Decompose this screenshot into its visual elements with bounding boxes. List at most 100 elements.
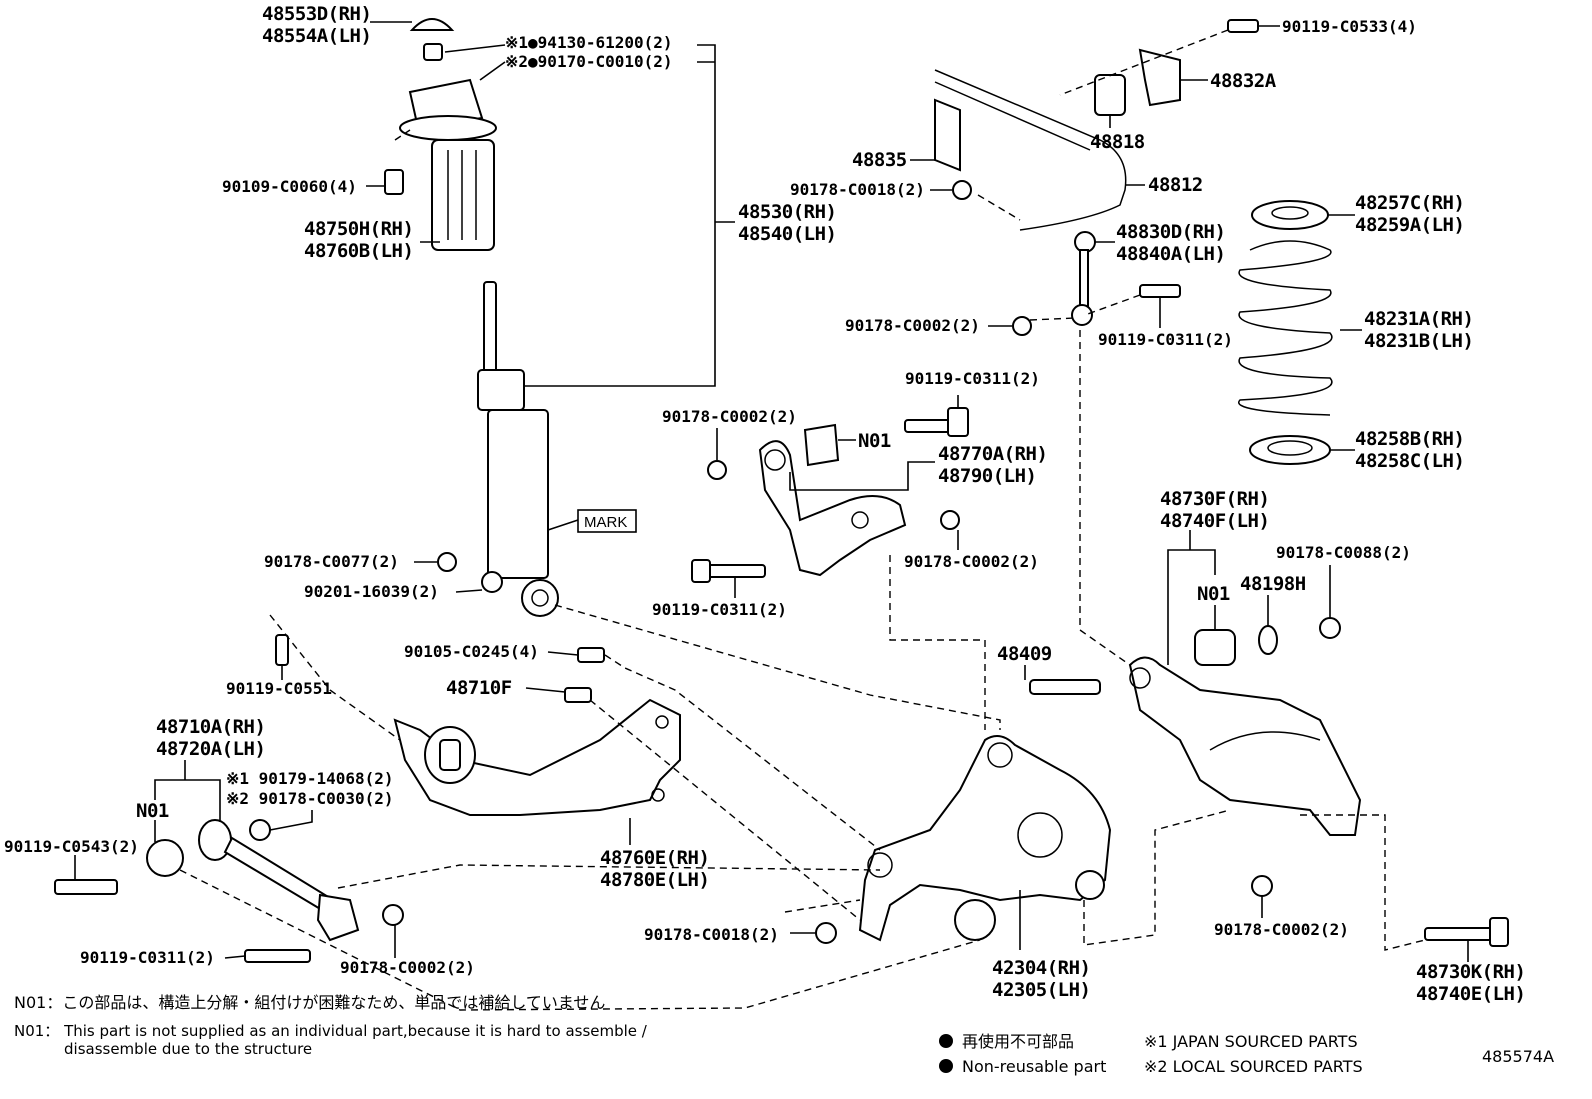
- label-48818: 48818: [1090, 131, 1145, 153]
- bushing-N01-upper: [803, 423, 840, 467]
- label-90178-C0002-a: 90178-C0002(2): [340, 958, 475, 977]
- label-90178-C0018-b: 90178-C0018(2): [644, 925, 779, 944]
- label-48835: 48835: [852, 149, 907, 171]
- bushing-48818: [1094, 74, 1126, 116]
- label-48770A: 48770A(RH): [938, 443, 1047, 465]
- label-48730F: 48730F(RH): [1160, 488, 1269, 510]
- nut-90178-C0018: [952, 180, 972, 200]
- upper-support-flange: [399, 115, 497, 141]
- nut-94130: [423, 43, 443, 61]
- label-48740F: 48740F(LH): [1160, 510, 1269, 532]
- label-n01-b: N01: [858, 430, 891, 452]
- label-90178-C0002-b: 90178-C0002(2): [845, 316, 980, 335]
- label-90178-C0002-c: 90178-C0002(2): [662, 407, 797, 426]
- washer-90201: [481, 571, 503, 593]
- label-90201: 90201-16039(2): [304, 582, 439, 601]
- bushing-N01-lower: [1194, 629, 1236, 666]
- label-90178-C0088: 90178-C0088(2): [1276, 543, 1411, 562]
- stabilizer-bar-48812: [934, 69, 1127, 231]
- label-90119-C0311-a: 90119-C0311(2): [80, 948, 215, 967]
- label-48740E: 48740E(LH): [1416, 983, 1525, 1005]
- bolt-48409: [1029, 679, 1101, 695]
- note-n01-jp: N01：この部品は、構造上分解・組付けが困難なため、単品では補給していません: [14, 993, 605, 1012]
- legend-nonreusable-en: Non-reusable part: [962, 1057, 1106, 1076]
- knuckle-group: [815, 735, 1112, 944]
- diagram-code: 485574A: [1482, 1047, 1554, 1066]
- label-90178-C0077: 90178-C0077(2): [264, 552, 399, 571]
- trailing-arm-group: [275, 634, 681, 816]
- label-48750H: 48750H(RH): [304, 218, 413, 240]
- nonreusable-bullet-icon-2: [939, 1059, 953, 1073]
- label-90179: ※1 90179-14068(2): [226, 769, 394, 788]
- label-48720A: 48720A(LH): [156, 738, 265, 760]
- bolt-90105: [577, 647, 605, 663]
- label-42304: 42304(RH): [992, 957, 1090, 979]
- leader-lines: [74, 21, 1469, 962]
- label-48780E: 48780E(LH): [600, 869, 709, 891]
- label-48231B: 48231B(LH): [1364, 330, 1473, 352]
- nut-90178-C0030: [249, 819, 271, 841]
- legend-nonreusable-jp: 再使用不可部品: [962, 1032, 1074, 1051]
- dashed-connectors: [179, 194, 1426, 1011]
- piston-rod: [483, 281, 497, 379]
- knuckle-42304: [858, 735, 1112, 942]
- upper-arm-group: [691, 407, 969, 583]
- nut-90178-C0002-b: [1012, 316, 1032, 336]
- label-48231A: 48231A(RH): [1364, 308, 1473, 330]
- bolt-48710F: [564, 687, 592, 703]
- label-48259A: 48259A(LH): [1355, 214, 1464, 236]
- lower-arm-48730F: [1128, 656, 1362, 836]
- nut-90178-C0002-e: [1251, 875, 1273, 897]
- upper-insulator-48257C: [1251, 200, 1329, 230]
- label-90119-C0543: 90119-C0543(2): [4, 837, 139, 856]
- bolt-90119-C0311-d: [704, 564, 766, 578]
- dust-boot-48750H: [431, 139, 495, 251]
- label-48710A: 48710A(RH): [156, 716, 265, 738]
- label-48554A: 48554A(LH): [262, 25, 371, 47]
- label-48540: 48540(LH): [738, 223, 836, 245]
- part-labels: 48553D(RH) 48554A(LH) ※1●94130-61200(2) …: [4, 3, 1526, 1005]
- label-90105: 90105-C0245(4): [404, 642, 539, 661]
- label-90119-C0533: 90119-C0533(4): [1282, 17, 1417, 36]
- label-48730K: 48730K(RH): [1416, 961, 1525, 983]
- label-48258B: 48258B(RH): [1355, 428, 1464, 450]
- label-48790: 48790(LH): [938, 465, 1036, 487]
- nonreusable-bullet-icon: [939, 1034, 953, 1048]
- bolt-90119-C0533: [1227, 19, 1259, 33]
- link-rod-48710A: [223, 836, 332, 912]
- note-n01-en-2: disassemble due to the structure: [64, 1040, 312, 1058]
- dust-cap-48553D: [409, 18, 455, 31]
- coil-spring-48231A: [1238, 240, 1333, 416]
- mark-label: MARK: [584, 514, 627, 531]
- bolt-90119-C0311-a: [244, 949, 311, 963]
- nut-90178-C0002-d: [940, 510, 960, 530]
- bolt-90119-C0551: [275, 634, 289, 666]
- note-n01-en-1: N01： This part is not supplied as an ind…: [14, 1022, 648, 1040]
- label-90119-C0311-b: 90119-C0311(2): [1098, 330, 1233, 349]
- label-42305: 42305(LH): [992, 979, 1090, 1001]
- label-90178-C0018-a: 90178-C0018(2): [790, 180, 925, 199]
- label-90119-C0311-d: 90119-C0311(2): [652, 600, 787, 619]
- link-eye-48710A: [198, 819, 232, 861]
- trailing-arm-48760E: [393, 698, 681, 816]
- label-48840A: 48840A(LH): [1116, 243, 1225, 265]
- label-48409: 48409: [997, 643, 1052, 665]
- label-n01-c: N01: [1197, 583, 1230, 605]
- label-90109: 90109-C0060(4): [222, 177, 357, 196]
- label-48812: 48812: [1148, 174, 1203, 196]
- nut-90178-C0077: [437, 552, 457, 572]
- lower-arm-group: [1029, 617, 1509, 947]
- shock-body-48530: [477, 369, 525, 411]
- bolt-90109: [384, 169, 404, 195]
- stabilizer-group: [934, 19, 1259, 336]
- label-48553D: 48553D(RH): [262, 3, 371, 25]
- label-48258C: 48258C(LH): [1355, 450, 1464, 472]
- lower-insulator-48258B: [1249, 435, 1331, 465]
- nut-90178-C0002-c: [707, 460, 727, 480]
- lower-eye: [521, 579, 559, 617]
- bracket-48835: [934, 98, 961, 172]
- coil-spring-group: [1238, 200, 1333, 465]
- legend-japan: ※1 JAPAN SOURCED PARTS: [1144, 1032, 1358, 1051]
